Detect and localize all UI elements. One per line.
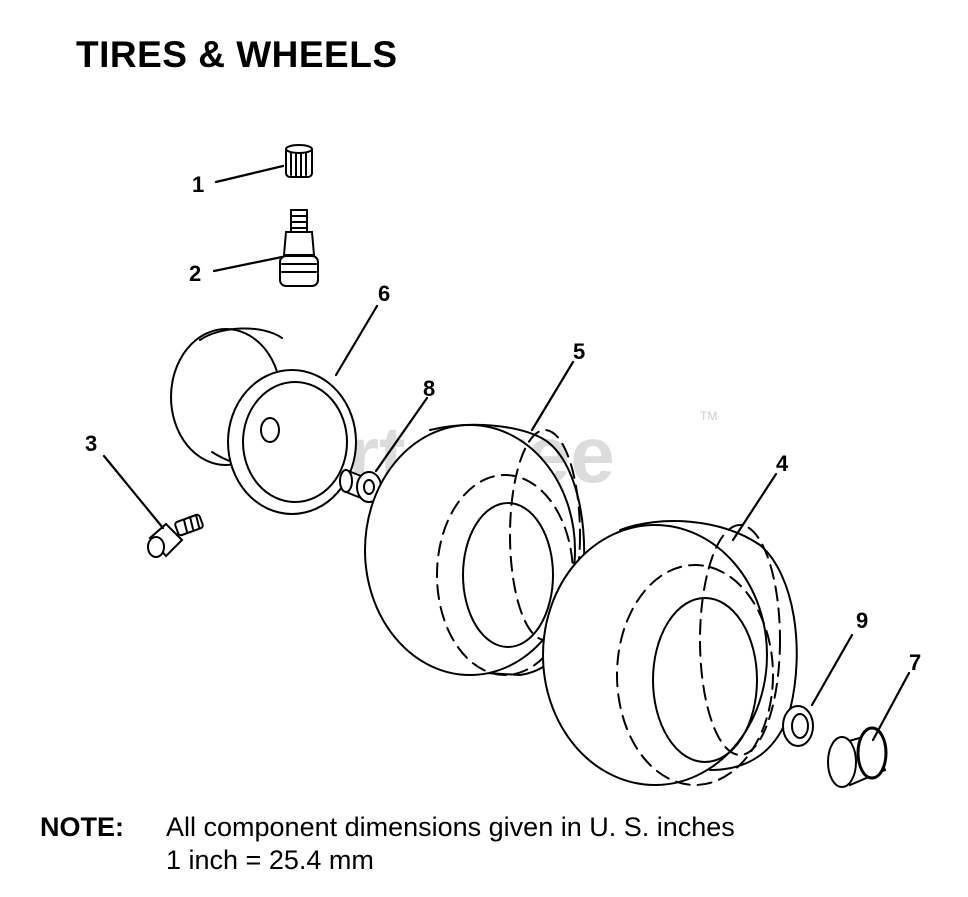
callout-9: 9 <box>856 608 868 633</box>
part-9-washer <box>782 705 814 747</box>
note-line-2: 1 inch = 25.4 mm <box>166 845 374 875</box>
part-7-hub-cap <box>827 726 888 788</box>
callout-8: 8 <box>423 376 435 401</box>
callout-1: 1 <box>192 172 204 197</box>
callout-7: 7 <box>909 650 921 675</box>
callout-3: 3 <box>85 431 97 456</box>
part-6-wheel-rim <box>170 327 357 515</box>
note-label: NOTE: <box>40 812 124 842</box>
part-2-valve-stem <box>279 209 319 287</box>
note-line-1: All component dimensions given in U. S. … <box>166 812 735 842</box>
callout-4: 4 <box>776 451 789 476</box>
callout-5: 5 <box>573 339 585 364</box>
callout-6: 6 <box>378 281 390 306</box>
part-1-valve-cap <box>285 144 313 178</box>
watermark-trademark: TM <box>700 409 717 423</box>
callout-2: 2 <box>189 261 201 286</box>
part-3-wheel-bolt <box>147 513 204 558</box>
part-4-tire <box>542 520 798 786</box>
diagram-title: TIRES & WHEELS <box>76 34 398 75</box>
leader-lines <box>102 164 911 742</box>
